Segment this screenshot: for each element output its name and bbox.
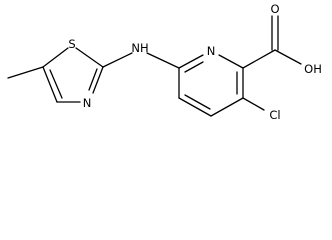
bond-methyl [7, 66, 44, 79]
bond-c2-nh [102, 52, 133, 68]
atom-label-pyridine-nitrogen: N [207, 44, 216, 58]
atom-label-sulfur: S [68, 37, 75, 51]
bond-carboxyl-oh [274, 49, 302, 65]
bond-s-c2 [75, 47, 104, 68]
atom-label-amine: NH [131, 41, 148, 55]
atom-label-chlorine: Cl [269, 108, 280, 122]
atom-label-thiazole-nitrogen: N [83, 96, 92, 110]
bond-c3-c4 [210, 97, 244, 117]
atom-labels: S N NH N O OH Cl [68, 2, 322, 122]
bond-c6-n1-inner [184, 61, 204, 73]
atom-label-carbonyl-oxygen: O [270, 2, 279, 16]
bond-c4-c5p-inner [184, 94, 211, 110]
bond-c2-n3-inner [88, 68, 98, 91]
bond-n1-c2 [218, 54, 244, 69]
atom-label-hydroxyl: OH [304, 62, 322, 76]
bond-c6-n1 [178, 54, 204, 69]
bond-c2-carboxyl [242, 49, 276, 69]
bond-c3-cl [242, 97, 265, 111]
bond-c4-c5-inner [49, 69, 63, 99]
bond-c4-c5 [42, 66, 58, 103]
bond-c2-n3 [92, 66, 104, 94]
chemical-structure: S N NH N O OH Cl [7, 2, 322, 122]
bond-c5-s [42, 47, 69, 68]
bond-nh-c6 [146, 52, 180, 69]
bond-c4-c5p [178, 97, 212, 117]
bonds [7, 15, 302, 117]
